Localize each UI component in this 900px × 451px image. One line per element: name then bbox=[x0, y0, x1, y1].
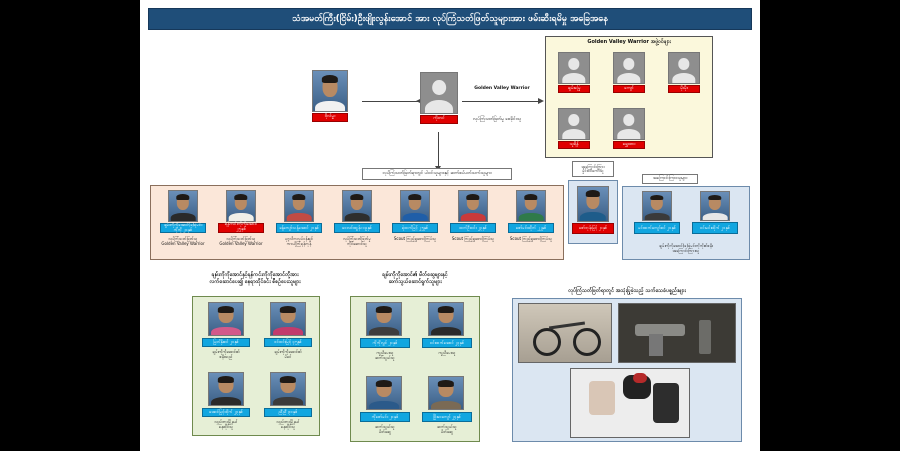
group2-label: ဇော်ဘုန်းမြင့် ၂၁နှစ် bbox=[572, 223, 614, 234]
bottom-mid-member-photo bbox=[366, 302, 402, 336]
group3-member-label: ဝင်းမင်းထိုက် ၂၁နှစ် bbox=[692, 222, 738, 234]
participant-label: ဝေလင်းထွန်း ၁၉နှစ် bbox=[334, 223, 380, 233]
bottom-left-member-label: မြတ်နိုးဇင် ၂၁နှစ် bbox=[202, 338, 250, 347]
bottom-left-title: ချမ်းကိုကိုအောင်နှင့်ရန်ကင်းကိုကိုအောင်တ… bbox=[209, 272, 301, 285]
gvw-link-label: Golden Valley Warrior bbox=[474, 86, 530, 91]
evidence-weapon-photo bbox=[618, 303, 736, 363]
gvw-member-photo bbox=[613, 108, 645, 140]
bottom-left-member-photo bbox=[270, 302, 306, 336]
central-caption: လုပ်ကြံသတ်ဖြတ်မှု စေခိုင်းသူ bbox=[473, 117, 521, 122]
participant-label: ရန်ကင်းကိုကိုအောင် ၂၅နှစ် bbox=[218, 222, 264, 233]
bottom-left-member-caption: လှည်းကူးမြို့နယ် နေထိုင်သူ bbox=[214, 419, 238, 429]
participant-label: ဇော်မင်းထိုက် ၂၂နှစ် bbox=[508, 223, 554, 233]
bottom-mid-member-label: ကိုကိုလွင် ၂၁နှစ် bbox=[360, 338, 410, 348]
participant-caption: Scout ကြည့်ရှုစောင့်ကြပ်သူ bbox=[451, 236, 495, 241]
bottom-mid-member-label: ဖြိုးဝေကျော် ၂၄နှစ် bbox=[422, 412, 472, 422]
group3-member-photo bbox=[700, 191, 730, 221]
bottom-mid-member-photo bbox=[428, 376, 464, 410]
participant-caption: လုပ်ကြံသတ်ဖြတ်သူ Golden Valley Warrior bbox=[219, 236, 263, 246]
gvw-member-label: ချမ်းမြေ့ bbox=[558, 85, 590, 93]
bottom-mid-member-photo bbox=[366, 376, 402, 410]
participant-label: ရဲထက်မြင့် ၂၅နှစ် bbox=[392, 223, 438, 233]
bottom-left-member-label: အောင်မြင့်ထိုက် ၂၃နှစ် bbox=[202, 408, 250, 417]
participant-label: ခန့်ကျော်သန့်အောင် ၂၁နှစ် bbox=[276, 223, 322, 233]
bottom-left-member-photo bbox=[208, 302, 244, 336]
diagram-title: သံအမတ်ကြီး(ငြိမ်း)ဦးဖျိုးလွန်းအောင် အား … bbox=[148, 8, 752, 30]
participant-label: ထက်ဦးဝင်း ၂၃နှစ် bbox=[450, 223, 496, 233]
bottom-mid-member-caption: ကူညီပေးသူ bbox=[438, 350, 456, 355]
participant-photo bbox=[168, 190, 198, 222]
central-down-connector bbox=[438, 132, 439, 170]
participant-photo bbox=[400, 190, 430, 222]
gvw-arrow-icon bbox=[538, 98, 544, 104]
bottom-left-member-label: ညီညီ ၃၀နှစ် bbox=[264, 408, 312, 417]
gvw-member-photo bbox=[668, 52, 700, 84]
participant-caption: လုပ်ကြံသတ်ဖြတ်မှု ကိုင်ဆောင်သူ bbox=[343, 236, 371, 246]
bottom-mid-title: ချမ်းကိုကိုအောင်၏ မိတ်ဆွေများနှင့် ဆက်သွ… bbox=[382, 272, 448, 285]
central-photo bbox=[420, 72, 458, 114]
participant-photo bbox=[516, 190, 546, 222]
bottom-mid-member-label: ဝင်းထက်အောင် ၂၃နှစ် bbox=[422, 338, 472, 348]
group2-title: အကြောင်းကြား မှိုင်းဝင်ကော်သူ bbox=[572, 161, 614, 177]
participant-photo bbox=[226, 190, 256, 222]
group3-member-label: မင်းထက်ကျော်ဇင် ၂၁နှစ် bbox=[634, 222, 680, 234]
gvw-member-label: သူရိန် bbox=[558, 141, 590, 149]
group3-title: အကြောင်းကြားသူများ bbox=[642, 174, 698, 184]
gvw-member-label: မိုးမိုး bbox=[668, 85, 700, 93]
participants-header: လုပ်ကြံသတ်ဖြတ်ရာတွင် ပါဝင်သူများနှင့် ဆက… bbox=[362, 168, 512, 180]
group3-caption: ချမ်းကိုကိုအောင်(ခ)ရဲမင်းကိုကို၏ဇနီး အကြ… bbox=[659, 243, 713, 253]
diagram-canvas: သံအမတ်ကြီး(ငြိမ်း)ဦးဖျိုးလွန်းအောင် အား … bbox=[140, 0, 760, 451]
gvw-member-label: ကျော် bbox=[613, 85, 645, 93]
bottom-left-member-caption: လှည်းကူးမြို့နယ် နေထိုင်သူ bbox=[276, 419, 300, 429]
gvw-member-photo bbox=[558, 52, 590, 84]
gvw-member-photo bbox=[558, 108, 590, 140]
bottom-left-member-photo bbox=[208, 372, 244, 406]
group3-member-photo bbox=[642, 191, 672, 221]
victim-label: ဗိုလ်မှူး bbox=[312, 113, 348, 122]
central-label: ကိုတင် bbox=[420, 115, 458, 124]
participant-caption: Scout ကြည့်ရှုစောင့်ကြပ်သူ bbox=[509, 236, 553, 241]
victim-photo bbox=[312, 70, 348, 112]
participant-photo bbox=[284, 190, 314, 222]
participant-caption: Scout ကြည့်ရှုစောင့်ကြပ်သူ bbox=[393, 236, 437, 241]
evidence-bicycle-photo bbox=[518, 303, 612, 363]
bottom-mid-member-label: ကိုဇော်မင်း ၂၁နှစ် bbox=[360, 412, 410, 422]
bottom-left-member-caption: ချမ်းကိုကိုအောင်၏ မိခင် bbox=[274, 349, 302, 359]
participant-caption: လုပ်ကြံသတ်ဖြတ်သူ Golden Valley Warrior bbox=[161, 236, 205, 246]
participant-photo bbox=[458, 190, 488, 222]
bottom-left-member-label: ဝင်းဝင်းမြင့် ၄၅နှစ် bbox=[264, 338, 312, 347]
bottom-left-member-photo bbox=[270, 372, 306, 406]
bottom-mid-member-caption: ဆက်သွယ်သူ မိတ်ဆွေ bbox=[437, 424, 457, 434]
participant-caption: ပုဂ္ဂလိကလုပ်ငန်းရှင် ကာယိုကြံရန်ကုန် bbox=[284, 236, 314, 246]
gvw-group-title: Golden Valley Warrior အဖွဲ့ဝင်များ bbox=[587, 39, 671, 45]
participant-photo bbox=[342, 190, 372, 222]
victim-connector bbox=[362, 101, 420, 102]
gvw-member-label: ရွှေထား bbox=[613, 141, 645, 149]
gvw-member-photo bbox=[613, 52, 645, 84]
participant-label: ချမ်းကိုကိုအောင်(ခ)ရဲမင်းကိုကို ၂၁နှစ် bbox=[160, 223, 206, 233]
bottom-left-member-caption: ချမ်းကိုကိုအောင်၏ ဇနီးသည် bbox=[212, 349, 240, 359]
group2-photo bbox=[577, 186, 609, 222]
gvw-connector bbox=[462, 101, 540, 102]
evidence-clothes-photo bbox=[570, 368, 690, 438]
evidence-title: လုပ်ကြံသတ်ဖြတ်ရာတွင် အသုံးပြုခဲ့သည့် သက်… bbox=[568, 288, 686, 294]
bottom-mid-member-caption: ဆက်သွယ်သူ မိတ်ဆွေ bbox=[375, 424, 395, 434]
bottom-mid-member-caption: ကူညီပေးသူ ဆက်သွယ်သူ bbox=[375, 350, 395, 360]
victim-arrow-icon bbox=[416, 98, 422, 104]
bottom-mid-member-photo bbox=[428, 302, 464, 336]
